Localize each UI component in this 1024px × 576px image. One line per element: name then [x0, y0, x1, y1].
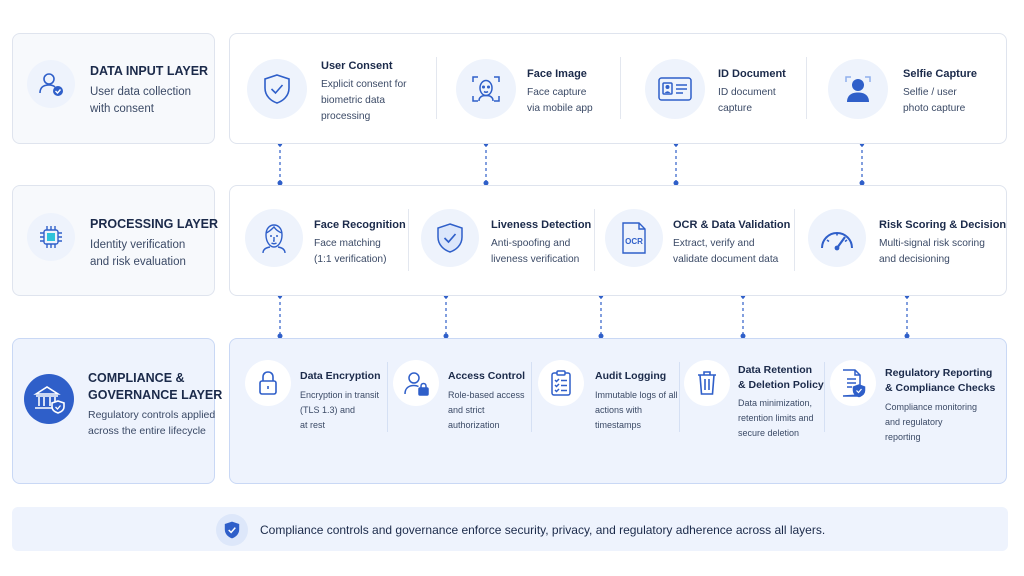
divider [794, 209, 795, 271]
chip-icon [27, 213, 75, 261]
item-title: Face Image [527, 68, 587, 80]
shield-check-icon [216, 514, 248, 546]
divider [594, 209, 595, 271]
compliance-items-card [229, 338, 1007, 484]
item-desc: Face matching(1:1 verification) [314, 238, 387, 265]
item-title: Regulatory Reporting& Compliance Checks [885, 367, 996, 394]
user-photo-icon [828, 59, 888, 119]
layer-desc: Regulatory controls applied across the e… [88, 407, 215, 439]
government-shield-icon [24, 374, 74, 424]
divider [620, 57, 621, 119]
item-title: Data Retention& Deletion Policy [738, 364, 824, 391]
layer-desc-line: Regulatory controls applied [88, 409, 216, 421]
face-scan-icon [456, 59, 516, 119]
item-title: Data Encryption [300, 370, 381, 382]
user-lock-icon [393, 360, 439, 406]
item-title: Liveness Detection [491, 219, 592, 231]
footer-banner [12, 507, 1008, 551]
layer-title: COMPLIANCE &GOVERNANCE LAYER [88, 371, 223, 402]
layer-desc-line: Identity verification [90, 239, 186, 251]
gauge-icon [808, 209, 866, 267]
divider [824, 362, 825, 432]
layer-desc: Identity verification and risk evaluatio… [90, 237, 186, 271]
user-check-icon [27, 60, 75, 108]
divider [387, 362, 388, 432]
divider [408, 209, 409, 271]
face-icon [245, 209, 303, 267]
item-title: Risk Scoring & Decision [879, 219, 1007, 231]
footer-text: Compliance controls and governance enfor… [260, 523, 826, 537]
item-title: Selfie Capture [903, 68, 977, 80]
shield-check-icon [421, 209, 479, 267]
layer-desc-line: User data collection [90, 86, 191, 98]
trash-icon [684, 360, 730, 406]
report-shield-icon [830, 360, 876, 406]
divider [531, 362, 532, 432]
svg-text:OCR: OCR [625, 237, 643, 246]
divider [806, 57, 807, 119]
lock-icon [245, 360, 291, 406]
shield-check-icon [247, 59, 307, 119]
layer-desc-line: with consent [90, 103, 154, 115]
item-title: Access Control [448, 370, 526, 382]
layer-desc-line: across the entire lifecycle [88, 425, 206, 437]
item-title: Audit Logging [595, 370, 667, 382]
clipboard-check-icon [538, 360, 584, 406]
item-title: ID Document [718, 68, 786, 80]
item-title: Face Recognition [314, 219, 406, 231]
layer-desc-line: and risk evaluation [90, 256, 186, 268]
item-title: OCR & Data Validation [673, 219, 791, 231]
id-card-icon [645, 59, 705, 119]
layer-title: PROCESSING LAYER [90, 217, 219, 231]
item-title: User Consent [321, 60, 393, 72]
layer-desc: User data collection with consent [90, 84, 191, 118]
divider [679, 362, 680, 432]
ocr-document-icon: OCR [605, 209, 663, 267]
divider [436, 57, 437, 119]
layer-title: DATA INPUT LAYER [90, 64, 209, 78]
